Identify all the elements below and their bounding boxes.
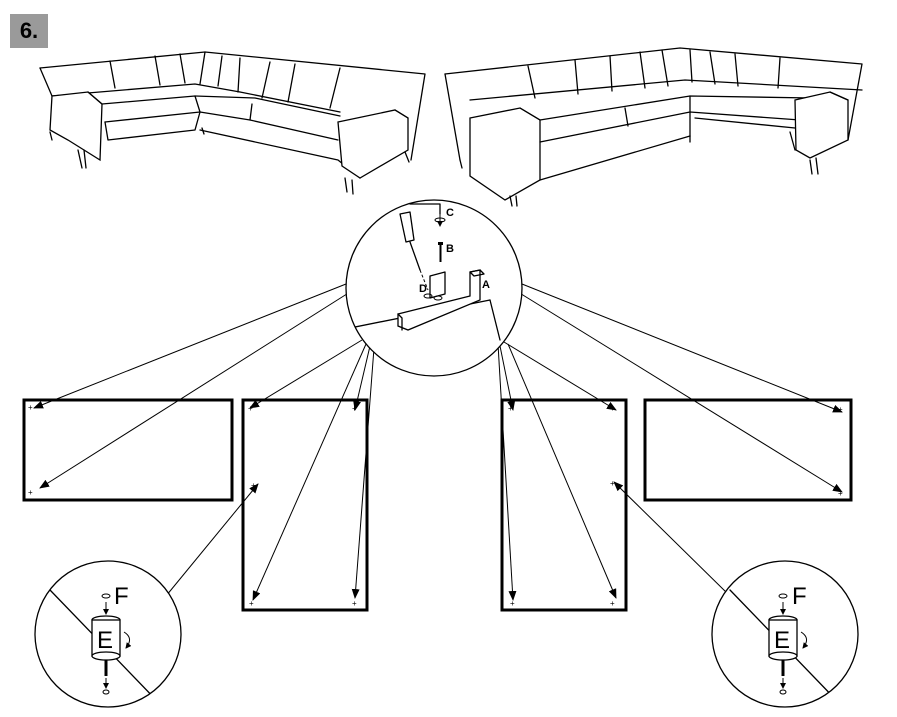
leg-placement-arrows [33,283,843,601]
bottom-panel-left-2: + + + + + [241,398,369,612]
left-corner-sofa-illustration [39,51,426,195]
svg-text:+: + [249,599,254,608]
svg-text:+: + [610,599,615,608]
svg-text:+: + [838,405,843,414]
svg-text:+: + [248,404,253,413]
label-e-left: E [97,627,113,654]
leg-detail-circle: C B A D [345,199,523,377]
svg-text:+: + [28,403,33,412]
foot-placement-arrows [165,481,729,597]
svg-text:+: + [838,489,843,498]
label-d: D [419,283,427,295]
right-foot-detail-circle: F E [711,560,859,708]
bottom-panel-right-2: + + + + + [500,398,628,612]
svg-text:+: + [28,488,33,497]
bottom-panel-right-1: + + [643,398,853,502]
left-foot-detail-circle: F E [34,560,182,708]
bottom-panel-left-1: + + [22,398,234,502]
label-e-right: E [774,627,790,654]
label-f-right: F [792,583,807,610]
svg-text:+: + [251,481,256,490]
svg-text:+: + [610,479,615,488]
label-a: A [482,279,490,291]
right-corner-sofa-illustration [444,47,863,207]
step-number-badge: 6. [10,14,48,48]
label-b: B [446,243,454,255]
svg-text:+: + [510,599,515,608]
label-c: C [446,207,454,219]
svg-text:+: + [352,599,357,608]
label-f-left: F [114,583,129,610]
